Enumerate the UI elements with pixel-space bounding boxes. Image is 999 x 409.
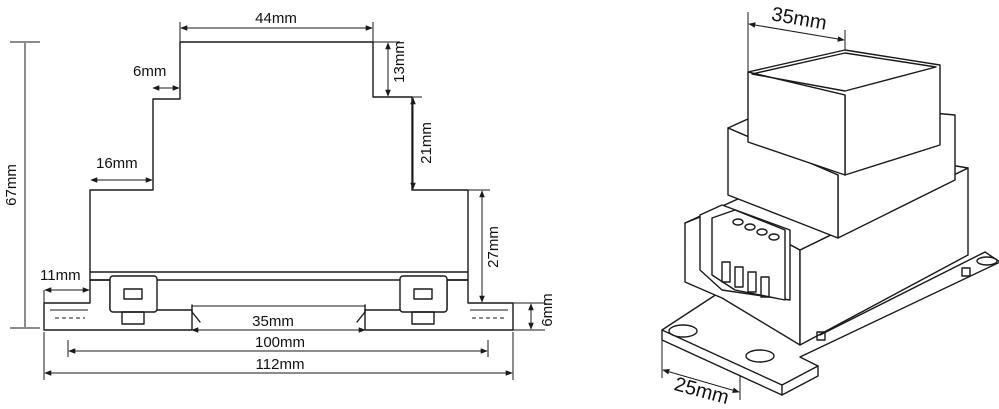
- dim-foot-height: 6mm: [539, 293, 556, 326]
- dim-top-height: 13mm: [391, 41, 408, 83]
- dim-flange-width: 25mm: [672, 373, 731, 409]
- dim-foot-inset: 11mm: [40, 267, 81, 284]
- iso-view: 35mm 25mm: [661, 3, 999, 409]
- dim-middle-height: 21mm: [418, 122, 435, 164]
- dim-step-upper: 6mm: [133, 63, 166, 80]
- terminal-block: [699, 204, 791, 301]
- dim-mount-span: 100mm: [255, 334, 305, 351]
- dim-top-width: 44mm: [255, 10, 297, 27]
- dim-rail: 35mm: [252, 313, 294, 330]
- right-clip: [399, 275, 448, 325]
- dim-overall-width: 112mm: [256, 356, 305, 373]
- dim-lower-height: 27mm: [485, 226, 502, 268]
- dim-total-height: 67mm: [3, 164, 20, 206]
- front-view: 44mm 6mm 16mm 67mm 11mm 13mm 21mm 27mm 6: [3, 10, 556, 380]
- dim-step-lower: 16mm: [96, 155, 138, 172]
- left-clip: [109, 275, 158, 325]
- dim-top-depth: 35mm: [770, 3, 829, 34]
